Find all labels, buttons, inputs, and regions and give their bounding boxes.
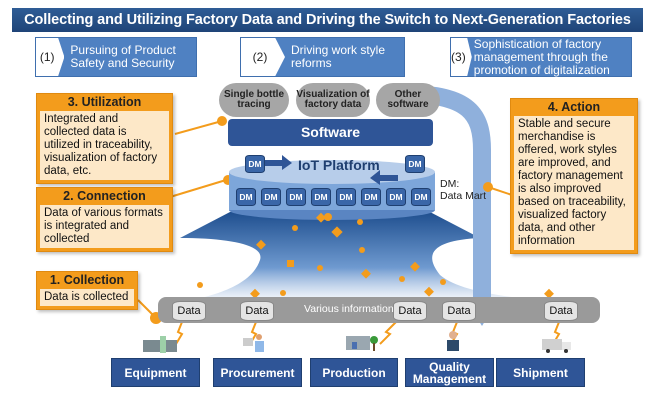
various-information-label: Various information — [304, 303, 394, 315]
connector-utilization — [174, 120, 223, 135]
particle — [292, 225, 298, 231]
step-collection-body: Data is collected — [40, 289, 134, 306]
data-store-equipment: Data — [172, 301, 206, 321]
step-action-heading: 4. Action — [547, 100, 601, 114]
dm-legend: DM: Data Mart — [440, 178, 487, 202]
particle — [256, 239, 266, 250]
data-store-quality: Data — [442, 301, 476, 321]
data-store-shipment: Data — [544, 301, 578, 321]
equipment-icon — [143, 336, 177, 353]
particle — [316, 212, 326, 223]
data-mart: DM — [336, 188, 356, 206]
step-connection-body: Data of various formats is integrated an… — [40, 205, 169, 248]
data-collection-bar — [158, 297, 600, 323]
category-quality-management: Quality Management — [405, 358, 494, 387]
particle — [440, 279, 446, 285]
connector-dot-action — [483, 182, 493, 192]
step-action-body: Stable and secure merchandise is offered… — [514, 116, 634, 250]
particle — [250, 288, 260, 299]
iot-platform-label: IoT Platform — [298, 157, 380, 173]
goal-1-text: Pursuing of Product Safety and Security — [70, 43, 176, 70]
step-connection: 2. Connection Data of various formats is… — [36, 187, 173, 252]
category-equipment: Equipment — [111, 358, 200, 387]
data-mart: DM — [361, 188, 381, 206]
app-other-software: Other software — [376, 83, 440, 117]
category-production: Production — [310, 358, 398, 387]
data-mart: DM — [286, 188, 306, 206]
diagram-title: Collecting and Utilizing Factory Data an… — [12, 8, 643, 32]
particle — [399, 276, 405, 282]
data-mart: DM — [261, 188, 281, 206]
goal-1-number: (1) — [36, 38, 65, 76]
category-procurement: Procurement — [213, 358, 302, 387]
particle — [197, 282, 203, 288]
data-mart: DM — [411, 188, 431, 206]
goal-1: (1) Pursuing of Product Safety and Secur… — [35, 37, 197, 77]
data-store-procurement: Data — [240, 301, 274, 321]
shipment-truck-icon — [542, 339, 571, 353]
particle — [424, 286, 434, 297]
data-store-production: Data — [393, 301, 427, 321]
app-single-bottle-tracing: Single bottle tracing — [219, 83, 289, 117]
particle — [287, 260, 294, 267]
particle — [410, 261, 420, 272]
data-mart-top-left: DM — [245, 155, 265, 173]
app-visualization: Visualization of factory data — [296, 83, 370, 117]
production-icon — [346, 336, 378, 351]
data-particles — [197, 212, 554, 299]
goal-2-text: Driving work style reforms — [291, 43, 386, 70]
flow-arrow-right — [370, 170, 398, 185]
particle — [544, 288, 554, 299]
data-mart: DM — [311, 188, 331, 206]
goal-2-number: (2) — [241, 38, 285, 76]
particle — [317, 265, 323, 271]
connector-connection — [169, 179, 227, 198]
data-mart: DM — [236, 188, 256, 206]
particle — [324, 213, 332, 221]
link — [175, 321, 184, 345]
step-collection-heading: 1. Collection — [49, 273, 125, 287]
step-utilization: 3. Utilization Integrated and collected … — [36, 93, 173, 184]
particle — [331, 226, 343, 238]
goal-3-number: (3) — [451, 38, 472, 76]
step-collection: 1. Collection Data is collected — [36, 271, 138, 310]
goal-3-text: Sophistication of factory management thr… — [473, 36, 610, 77]
software-layer: Software — [228, 119, 433, 146]
data-mart: DM — [386, 188, 406, 206]
data-mart-top-right: DM — [405, 155, 425, 173]
goal-3: (3) Sophistication of factory management… — [450, 37, 632, 77]
category-shipment: Shipment — [496, 358, 585, 387]
flow-arrow-left — [264, 155, 292, 170]
goal-2: (2) Driving work style reforms — [240, 37, 405, 77]
step-connection-heading: 2. Connection — [63, 189, 146, 203]
quality-manager-icon — [447, 331, 459, 351]
step-utilization-heading: 3. Utilization — [67, 95, 142, 109]
procurement-icon — [243, 334, 264, 352]
step-utilization-body: Integrated and collected data is utilize… — [40, 111, 169, 180]
particle — [280, 290, 286, 296]
step-action: 4. Action Stable and secure merchandise … — [510, 98, 638, 254]
funnel-shape — [160, 212, 600, 305]
connector-dot-utilization — [217, 116, 227, 126]
link — [379, 321, 397, 345]
particle — [361, 268, 371, 279]
particle — [357, 219, 363, 225]
particle — [359, 247, 365, 253]
